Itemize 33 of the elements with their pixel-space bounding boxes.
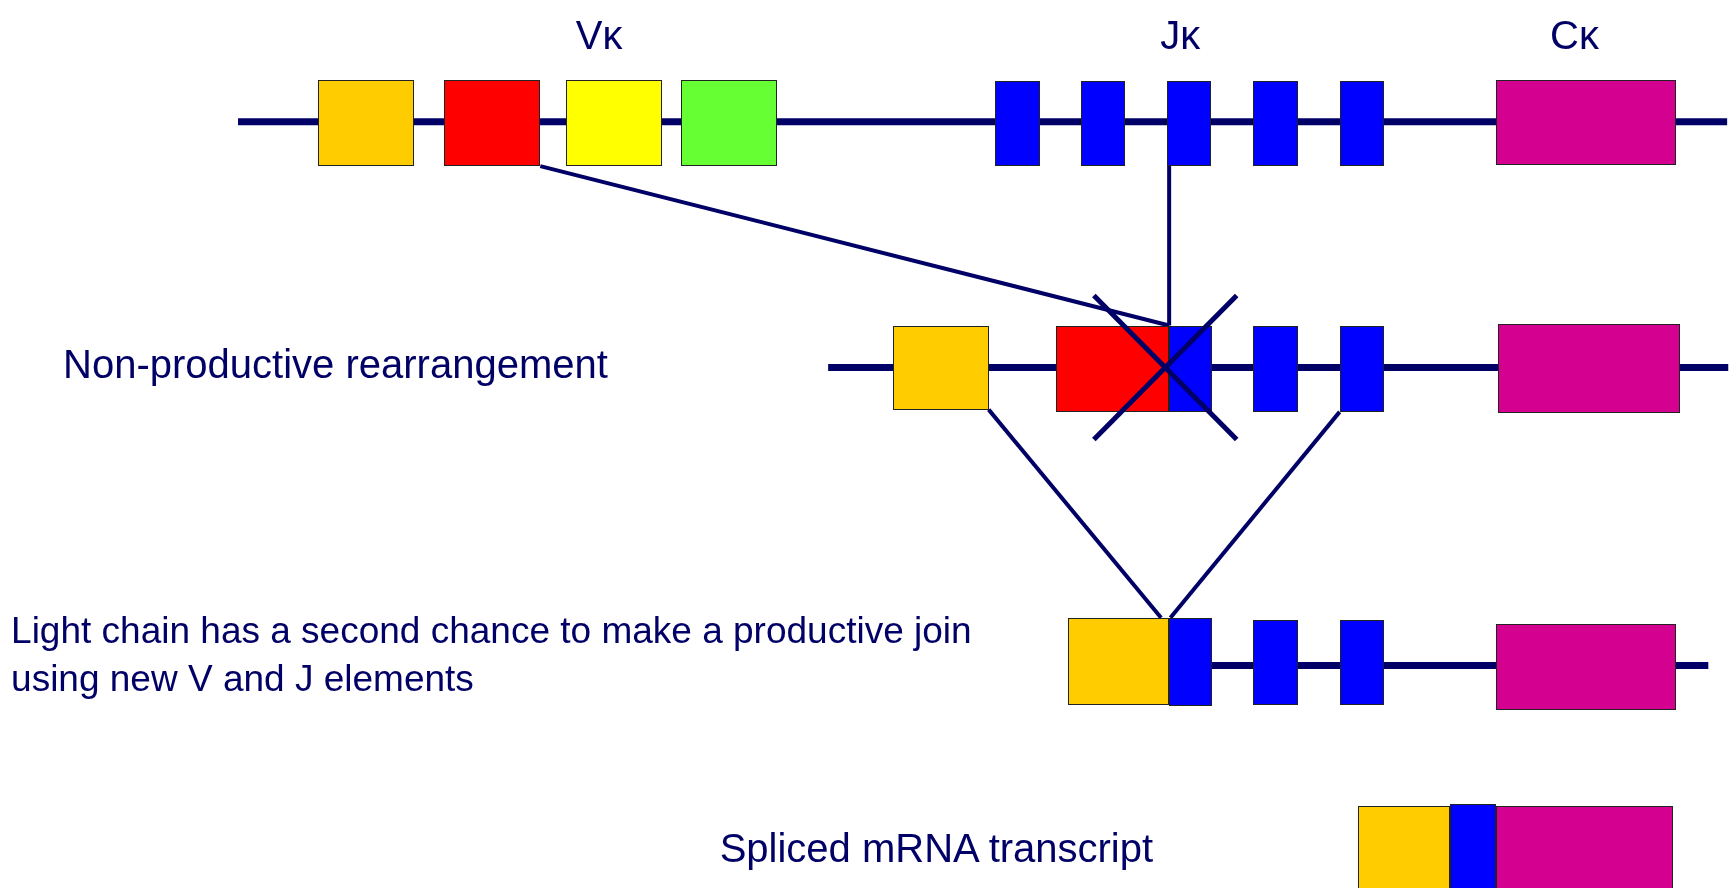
- gene-segment: [317, 79, 415, 167]
- gene-segment: [680, 79, 778, 167]
- connector-line: [1167, 166, 1172, 326]
- gene-segment: [1253, 620, 1298, 706]
- gene-segment: [1495, 79, 1677, 165]
- gene-segment: [1068, 617, 1170, 706]
- segment-group-label: Cκ: [1550, 11, 1599, 59]
- gene-segment: [995, 80, 1040, 167]
- gene-segment: [1358, 806, 1451, 888]
- segment-group-label: Jκ: [1160, 11, 1201, 59]
- annotation-text: Light chain has a second chance to make a productive join using new V and J elements: [11, 608, 973, 701]
- segment-group-label: Vκ: [575, 11, 623, 59]
- gene-segment: [1056, 325, 1170, 412]
- connector-line: [539, 164, 1170, 328]
- gene-segment: [893, 325, 989, 410]
- gene-segment: [1495, 624, 1677, 710]
- connector-line: [987, 408, 1163, 620]
- annotation-text: Non-productive rearrangement: [63, 340, 608, 388]
- gene-segment: [1339, 325, 1384, 412]
- gene-segment: [1253, 325, 1298, 412]
- gene-segment: [1339, 80, 1384, 167]
- gene-segment: [1169, 617, 1213, 707]
- gene-segment: [565, 79, 663, 167]
- gene-segment: [443, 79, 541, 167]
- annotation-text: Spliced mRNA transcript: [719, 824, 1154, 872]
- gene-segment: [1080, 80, 1125, 167]
- gene-segment: [1253, 80, 1298, 167]
- gene-segment: [1495, 806, 1673, 888]
- gene-segment: [1450, 803, 1496, 888]
- gene-segment: [1166, 80, 1212, 167]
- connector-line: [1168, 410, 1342, 620]
- gene-segment: [1497, 324, 1680, 413]
- gene-segment: [1339, 620, 1384, 706]
